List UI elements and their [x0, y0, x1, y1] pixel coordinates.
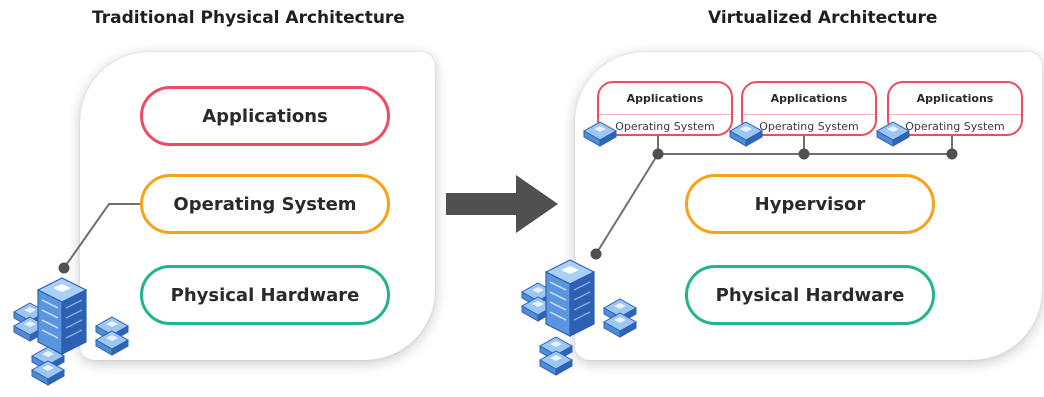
vm-2-operating-system: Operating System [743, 114, 875, 134]
traditional-operating-system-layer: Operating System [140, 174, 390, 234]
vm-1: Applications Operating System [597, 81, 733, 136]
server-cube-icon [729, 121, 763, 147]
traditional-physical-hardware-layer: Physical Hardware [140, 265, 390, 325]
vm-3: Applications Operating System [887, 81, 1023, 136]
vm-3-operating-system: Operating System [889, 114, 1021, 134]
server-cube-icon [876, 121, 910, 147]
vm-1-operating-system: Operating System [599, 114, 731, 134]
virtualized-connector [590, 136, 958, 260]
server-rack-icon [521, 259, 637, 376]
server-cube-icon [583, 121, 617, 147]
vm-3-applications: Applications [916, 92, 994, 105]
transition-arrow-icon [446, 175, 558, 233]
virtualized-physical-hardware-layer: Physical Hardware [685, 265, 935, 325]
vm-2-applications: Applications [770, 92, 848, 105]
hypervisor-layer: Hypervisor [685, 174, 935, 234]
vm-2: Applications Operating System [741, 81, 877, 136]
server-rack-icon [13, 277, 129, 386]
traditional-applications-layer: Applications [140, 86, 390, 146]
traditional-title: Traditional Physical Architecture [92, 8, 405, 28]
virtualized-title: Virtualized Architecture [708, 8, 938, 28]
traditional-connector [58, 203, 140, 274]
vm-1-applications: Applications [626, 92, 704, 105]
